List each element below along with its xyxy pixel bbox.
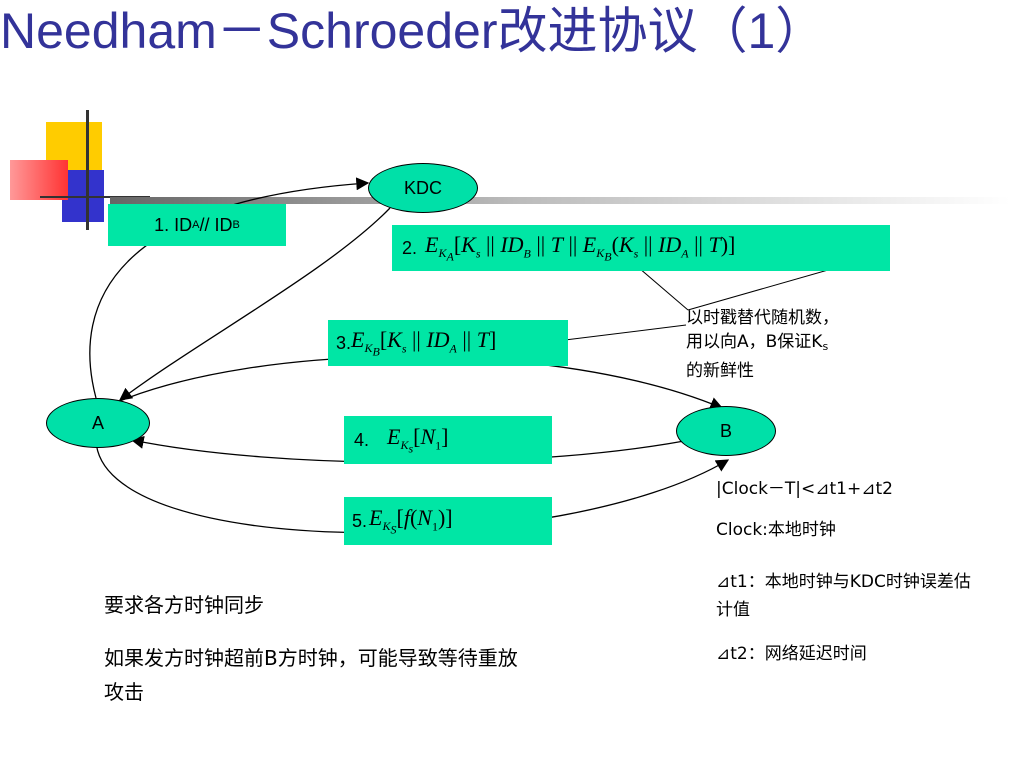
annotation-line-1: 以时戳替代随机数， — [686, 308, 839, 328]
message-1-sub-b: B — [232, 219, 240, 231]
delta-t1-definition: ⊿t1：本地时钟与KDC时钟误差估计值 — [716, 572, 971, 620]
message-3-formula: EKB[Ks || IDA || T] — [351, 326, 497, 359]
title-underline — [110, 197, 1010, 204]
delta-t2-definition: ⊿t2：网络延迟时间 — [716, 644, 867, 664]
message-4-box: 4. EKs[N1] — [344, 416, 552, 464]
bottom-note-1: 要求各方时钟同步 — [104, 593, 264, 617]
message-2-num: 2. — [402, 237, 418, 258]
message-5-box: 5. EKS[f(N1)] — [344, 497, 552, 545]
node-kdc: KDC — [368, 163, 478, 213]
message-1-num: 1. — [154, 214, 170, 235]
message-4-formula: EKs[N1] — [387, 423, 449, 456]
message-2-formula: EKA[Ks || IDB || T || EKB(Ks || IDA || T… — [425, 231, 736, 264]
message-1-id: ID — [174, 214, 193, 235]
callout-line-3 — [564, 324, 687, 341]
message-5-formula: EKS[f(N1)] — [369, 504, 453, 537]
node-b: B — [676, 406, 776, 456]
clock-condition: |Clock－T|<⊿t1+⊿t2 — [716, 477, 1016, 501]
arrow-kdc-to-a — [118, 207, 391, 401]
message-4-num: 4. — [354, 429, 370, 450]
bottom-note-2: 如果发方时钟超前B方时钟，可能导致等待重放攻击 — [104, 646, 518, 704]
arrow-a-to-kdc — [89, 177, 370, 399]
clock-formula: |Clock－T|<⊿t1+⊿t2 — [716, 479, 893, 499]
logo-red-square — [10, 160, 68, 200]
logo-vertical-line — [86, 110, 89, 230]
message-3-box: 3. EKB[Ks || IDA || T] — [328, 320, 568, 366]
corner-logo — [0, 100, 150, 230]
page-title: Needham－Schroeder改进协议（1） — [0, 3, 826, 59]
node-a: A — [46, 398, 150, 448]
annotation-line-3: 的新鲜性 — [686, 361, 754, 381]
timestamp-annotation: 以时戳替代随机数， 用以向A，B保证Ks 的新鲜性 — [686, 306, 916, 383]
message-1-sep: // ID — [199, 214, 233, 235]
message-5-num: 5. — [352, 510, 368, 531]
message-1-sub-a: A — [192, 219, 200, 231]
clock-definition: Clock:本地时钟 — [716, 520, 836, 540]
logo-horizontal-line — [40, 196, 150, 198]
annotation-line-2: 用以向A，B保证Ks — [686, 332, 829, 353]
message-2-box: 2. EKA[Ks || IDB || T || EKB(Ks || IDA |… — [392, 225, 890, 271]
message-3-num: 3. — [336, 332, 352, 353]
